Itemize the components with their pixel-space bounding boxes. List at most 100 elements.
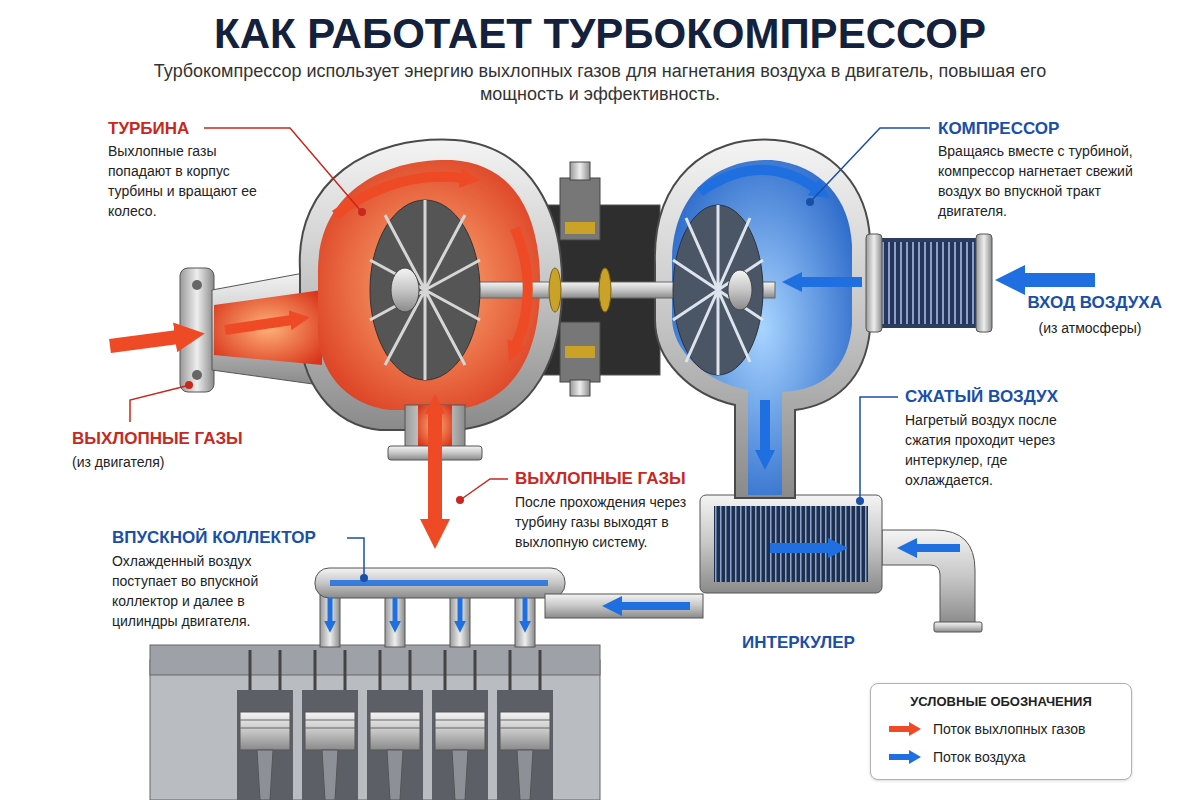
- intercooler: [714, 506, 868, 582]
- turbo-shaft: [565, 222, 595, 234]
- label-anchor: После прохождения через турбину газы вых…: [515, 492, 693, 552]
- leader-line: [358, 208, 366, 216]
- air-arrow: [700, 170, 815, 192]
- charge-pipe: [545, 594, 703, 618]
- label-anchor: СЖАТЫЙ ВОЗДУХ: [905, 386, 1125, 408]
- page-caption: Турбокомпрессор использует энергию выхло…: [150, 60, 1050, 106]
- exhaust-arrow: [515, 228, 528, 345]
- label-anchor: Охлажденный воздух поступает во впускной…: [112, 551, 307, 631]
- legend-arrow: [889, 722, 921, 736]
- air-arrow: [760, 400, 770, 452]
- leader-line: [360, 574, 368, 582]
- compressor-housing: [655, 140, 870, 498]
- engine-block: [250, 650, 540, 690]
- leader-line: [812, 128, 930, 200]
- intake-manifold: [523, 598, 528, 622]
- intercooler: [882, 530, 975, 625]
- air-arrow: [1022, 273, 1095, 287]
- air-filter: [866, 234, 992, 332]
- engine-block: [150, 660, 600, 800]
- exhaust-arrow: [335, 177, 462, 215]
- engine-block: [150, 645, 600, 800]
- label-anchor: КОМПРЕССОР: [938, 118, 1158, 140]
- label-anchor: ВЫХЛОПНЫЕ ГАЗЫ: [515, 468, 735, 490]
- air-filter: [866, 234, 882, 332]
- compressor-wheel: [728, 270, 752, 310]
- flow-name: ВЫХЛОПНЫЕ ГАЗЫ: [72, 428, 292, 450]
- intake-manifold: [385, 595, 405, 647]
- label-anchor: ИНТЕРКУЛЕР: [742, 632, 902, 654]
- part-description: Охлажденный воздух поступает во впускной…: [112, 551, 307, 631]
- intake-manifold: [328, 598, 333, 622]
- exhaust-arrow: [110, 337, 178, 346]
- turbine-housing: [214, 290, 322, 365]
- label-anchor: Выхлопные газы попадают в корпус турбины…: [108, 141, 263, 221]
- turbine-wheel: [370, 200, 480, 380]
- legend-swatch: [887, 721, 923, 737]
- engine-block: [257, 750, 533, 800]
- intake-manifold: [450, 595, 470, 647]
- exhaust-arrow: [428, 412, 442, 522]
- exhaust-arrow: [110, 177, 528, 522]
- caption-anchor: Турбокомпрессор использует энергию выхло…: [150, 60, 1050, 106]
- legend-row: Поток выхлопных газов: [887, 715, 1085, 743]
- air-filter: [882, 242, 978, 324]
- flow-source: (из атмосферы): [1020, 318, 1160, 338]
- intake-manifold: [515, 595, 535, 647]
- intake-manifold: [320, 595, 340, 647]
- label-anchor: (из атмосферы): [1020, 318, 1160, 338]
- flow-source: (из двигателя): [72, 452, 232, 472]
- charge-pipe: [545, 594, 703, 618]
- legend-swatch: [887, 749, 923, 765]
- intake-manifold: [315, 568, 565, 598]
- flow-name: ВХОД ВОЗДУХА: [1000, 292, 1162, 314]
- legend-arrow: [889, 750, 921, 764]
- charge-pipe: [620, 602, 690, 610]
- leader-line: [456, 496, 464, 504]
- turbine-housing: [180, 268, 214, 392]
- center-housing: [570, 380, 590, 396]
- legend-text: Поток выхлопных газов: [933, 721, 1085, 737]
- engine-block: [370, 712, 420, 750]
- leader-line: [860, 397, 898, 498]
- intake-manifold: [458, 598, 463, 622]
- part-name: ВПУСКНОЙ КОЛЛЕКТОР: [112, 527, 372, 549]
- intercooler: [934, 622, 982, 632]
- intake-manifold: [315, 568, 565, 647]
- leader-line: [463, 479, 508, 498]
- air-filter: [976, 234, 992, 332]
- turbine-housing: [192, 280, 202, 290]
- center-housing: [540, 162, 660, 396]
- intercooler: [700, 495, 882, 593]
- air-arrow: [800, 277, 862, 287]
- leader-line: [185, 381, 193, 389]
- turbine-wheel: [391, 268, 419, 312]
- turbine-housing: [192, 370, 202, 380]
- label-anchor: ТУРБИНА: [108, 118, 308, 140]
- part-name: ИНТЕРКУЛЕР: [742, 632, 902, 654]
- air-filter: [870, 238, 990, 328]
- part-name: КОМПРЕССОР: [938, 118, 1158, 140]
- intercooler: [700, 495, 982, 632]
- turbine-wheel: [370, 200, 480, 380]
- engine-block: [240, 720, 550, 728]
- label-anchor: (из двигателя): [72, 452, 232, 472]
- label-anchor: Нагретый воздух после сжатия проходит че…: [905, 410, 1080, 490]
- turbine-housing: [300, 140, 562, 430]
- turbo-shaft: [549, 268, 561, 312]
- leader-line: [347, 538, 364, 574]
- page-title: КАК РАБОТАЕТ ТУРБОКОМПРЕССОР: [0, 10, 1200, 58]
- part-description: Выхлопные газы попадают в корпус турбины…: [108, 141, 263, 221]
- intercooler: [770, 543, 830, 553]
- flow-description: После прохождения через турбину газы вых…: [515, 492, 693, 552]
- flow-description: Нагретый воздух после сжатия проходит че…: [905, 410, 1080, 490]
- exhaust-arrow: [225, 320, 292, 330]
- title-anchor: КАК РАБОТАЕТ ТУРБОКОМПРЕССОР: [0, 10, 1200, 58]
- leader-line: [130, 386, 186, 422]
- compressor-housing: [672, 160, 852, 495]
- label-anchor: ВЫХЛОПНЫЕ ГАЗЫ: [72, 428, 292, 450]
- engine-block: [435, 712, 485, 750]
- compressor-wheel: [673, 205, 763, 375]
- intake-manifold: [393, 598, 398, 622]
